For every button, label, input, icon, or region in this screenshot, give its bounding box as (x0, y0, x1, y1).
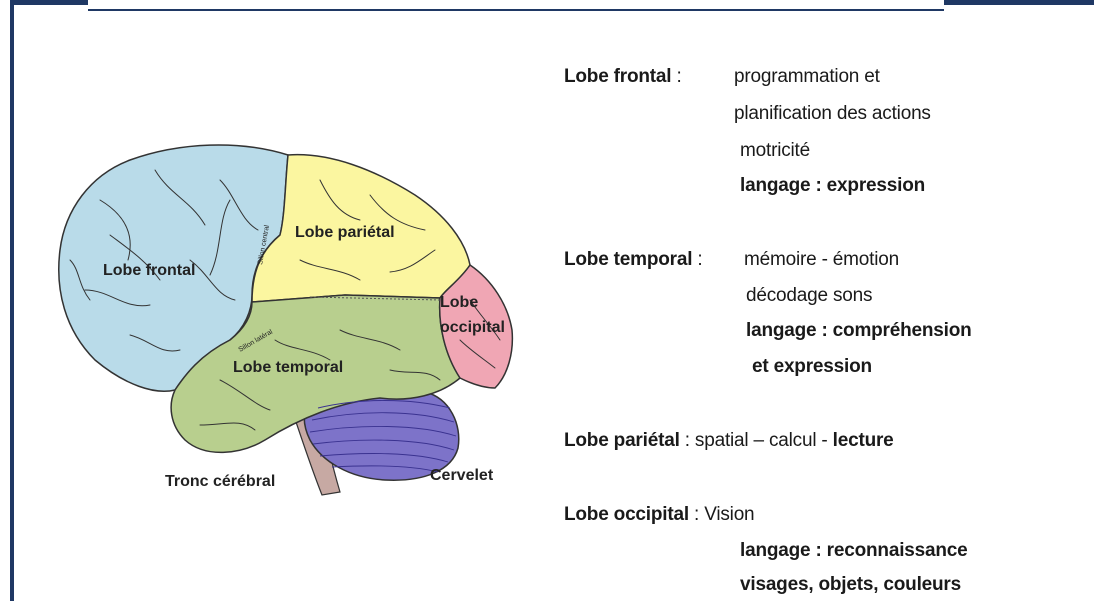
frontal-line-4: langage : expression (740, 175, 925, 197)
parietal-bold-text: lecture (833, 430, 894, 451)
frame-left-border (10, 0, 14, 601)
label-brainstem: Tronc cérébral (165, 473, 275, 490)
occipital-line-3: visages, objets, couleurs (740, 574, 961, 596)
frontal-heading-row: Lobe frontal : (564, 66, 682, 88)
temporal-line-4: et expression (752, 356, 872, 378)
label-frontal: Lobe frontal (103, 262, 195, 279)
parietal-sep: : (680, 430, 690, 451)
frontal-name: Lobe frontal (564, 66, 671, 87)
label-occipital-line1: Lobe (440, 294, 478, 311)
temporal-line-3: langage : compréhension (746, 320, 972, 342)
label-occipital-line2: occipital (440, 319, 505, 336)
frontal-sep: : (671, 66, 681, 87)
parietal-row: Lobe pariétal : spatial – calcul - lectu… (564, 430, 894, 452)
frontal-line-1: programmation et (734, 66, 880, 88)
brain-diagram: Lobe frontal Lobe pariétal Lobe occipita… (40, 140, 540, 520)
label-temporal: Lobe temporal (233, 359, 343, 376)
frontal-line-3: motricité (740, 140, 810, 162)
parietal-name: Lobe pariétal (564, 430, 680, 451)
parietal-regular-text: spatial – calcul - (695, 430, 833, 451)
temporal-line-2: décodage sons (746, 285, 872, 307)
lobe-functions-panel: Lobe frontal : programmation et planific… (564, 0, 1084, 601)
temporal-sep: : (692, 249, 702, 270)
occipital-line-1: Vision (704, 504, 754, 525)
occipital-sep: : (689, 504, 699, 525)
temporal-heading-row: Lobe temporal : (564, 249, 702, 271)
frontal-line-2: planification des actions (734, 103, 931, 125)
occipital-line-2: langage : reconnaissance (740, 540, 968, 562)
occipital-name: Lobe occipital (564, 504, 689, 525)
frame-top-left-bar (10, 0, 88, 5)
label-cerebellum: Cervelet (430, 467, 494, 484)
temporal-line-1: mémoire - émotion (744, 249, 899, 271)
occipital-heading-row: Lobe occipital : Vision (564, 504, 754, 526)
label-parietal: Lobe pariétal (295, 224, 395, 241)
temporal-name: Lobe temporal (564, 249, 692, 270)
